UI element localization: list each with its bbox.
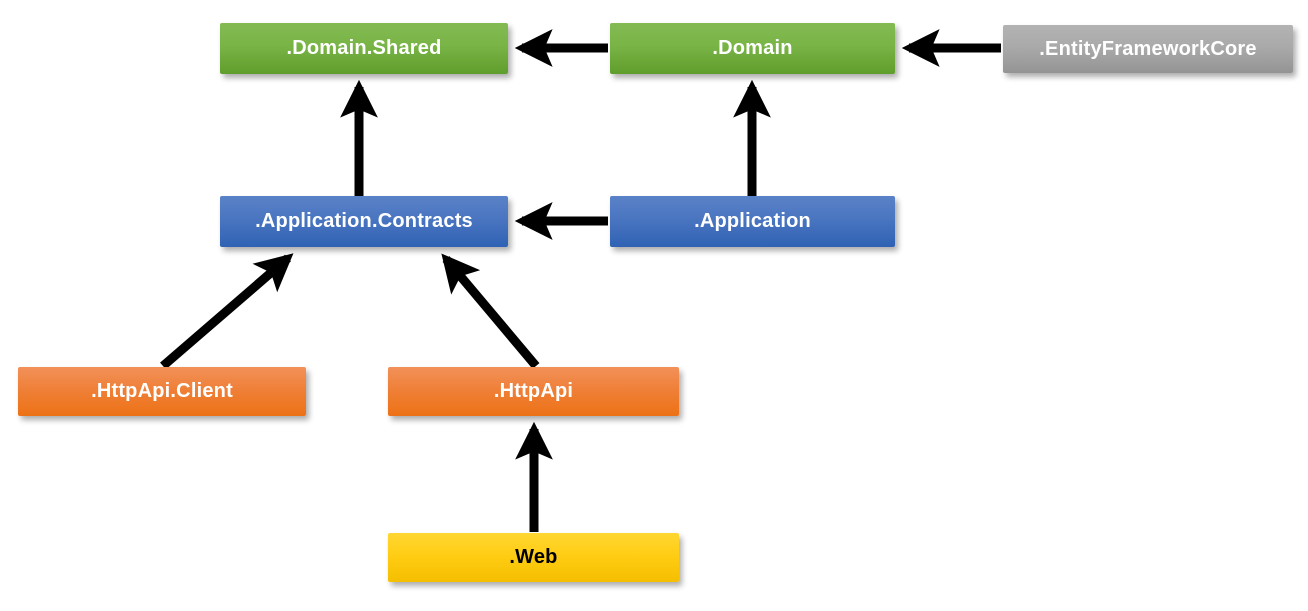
node-http-api[interactable]: .HttpApi	[388, 367, 679, 416]
node-label-http-api-client: .HttpApi.Client	[91, 380, 233, 402]
node-application-contracts[interactable]: .Application.Contracts	[220, 196, 508, 247]
node-label-application: .Application	[694, 210, 811, 232]
node-domain-shared[interactable]: .Domain.Shared	[220, 23, 508, 74]
node-label-application-contracts: .Application.Contracts	[255, 210, 473, 232]
node-entity-framework-core[interactable]: .EntityFrameworkCore	[1003, 25, 1293, 73]
node-label-domain-shared: .Domain.Shared	[286, 37, 442, 59]
node-label-domain: .Domain	[712, 37, 793, 59]
node-application[interactable]: .Application	[610, 196, 895, 247]
node-label-web: .Web	[509, 546, 558, 568]
node-label-http-api: .HttpApi	[493, 380, 574, 402]
node-label-entity-framework-core: .EntityFrameworkCore	[1039, 37, 1257, 60]
node-web[interactable]: .Web	[388, 533, 679, 582]
node-http-api-client[interactable]: .HttpApi.Client	[18, 367, 306, 416]
arrow-http-api-client-to-application-contracts	[160, 253, 294, 370]
arrow-http-api-to-application-contracts	[441, 253, 540, 369]
node-domain[interactable]: .Domain	[610, 23, 895, 74]
